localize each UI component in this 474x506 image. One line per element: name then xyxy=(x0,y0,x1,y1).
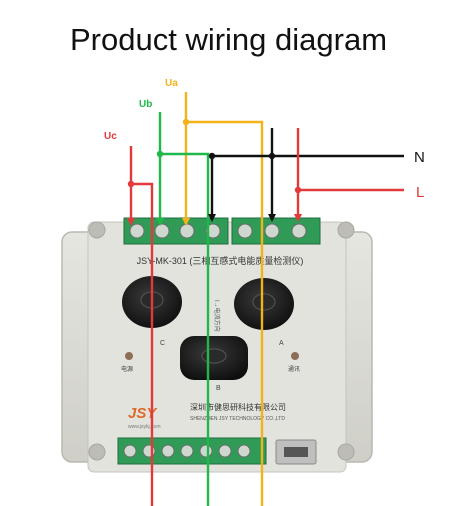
wire-ua xyxy=(184,92,264,506)
label-uc: Uc xyxy=(104,131,117,142)
wiring xyxy=(129,92,404,506)
label-l: L xyxy=(416,184,424,201)
ct-sensor-a xyxy=(234,278,294,330)
bottom-terminal-block xyxy=(117,437,317,465)
power-led xyxy=(125,352,133,360)
comm-label: 通讯 xyxy=(288,365,300,373)
label-n: N xyxy=(414,149,425,166)
company-name-cn: 深圳市健思研科技有限公司 xyxy=(190,402,286,412)
brand-logo: JSY www.jsykj.com xyxy=(128,405,161,430)
top-terminal-block xyxy=(123,217,321,245)
wire-ub xyxy=(158,112,210,506)
ct-label-b: B xyxy=(216,385,221,392)
junction-dots xyxy=(127,118,302,194)
power-label: 电源 xyxy=(121,365,133,373)
terminal-arrows xyxy=(127,214,302,226)
wire-uc xyxy=(129,146,154,506)
diagram-title: Product wiring diagram xyxy=(70,22,388,57)
label-ua: Ua xyxy=(165,78,178,89)
company-name-en: SHENZHEN JSY TECHNOLOGY CO.,LTD xyxy=(190,416,285,422)
device-model-line: JSY-MK-301 (三相互感式电能质量检测仪) xyxy=(137,255,304,266)
ct-sensor-b xyxy=(180,336,248,380)
svg-text:JSY: JSY xyxy=(128,405,158,422)
current-direction-label: I→电流方向 xyxy=(213,300,221,332)
svg-text:www.jsykj.com: www.jsykj.com xyxy=(128,424,161,430)
label-ub: Ub xyxy=(139,99,152,110)
comm-led xyxy=(291,352,299,360)
ct-label-a: A xyxy=(279,340,284,347)
ct-label-c: C xyxy=(160,340,165,347)
